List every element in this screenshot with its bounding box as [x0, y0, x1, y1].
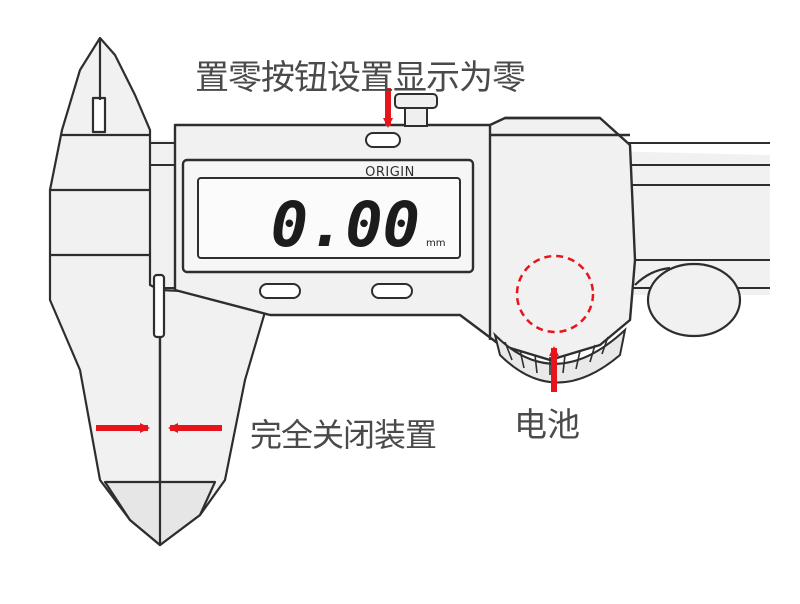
display-reading: 0.00	[271, 188, 420, 261]
battery-circle-icon	[515, 254, 595, 334]
lcd-display	[181, 158, 475, 274]
jaws-closed-label: 完全关闭装置	[250, 416, 437, 454]
display-unit: mm	[426, 238, 445, 249]
zero-button-label: 置零按钮设置显示为零	[195, 58, 526, 98]
origin-button[interactable]	[365, 132, 401, 148]
origin-label: ORIGIN	[365, 165, 415, 180]
thumb-roller	[493, 327, 627, 384]
function-buttons	[259, 283, 413, 299]
depth-rod-knob	[634, 262, 742, 338]
function-button-left[interactable]	[259, 283, 301, 299]
battery-label: 电池	[514, 405, 580, 444]
function-button-right[interactable]	[371, 283, 413, 299]
lock-screw	[394, 93, 438, 127]
fixed-jaw	[48, 36, 162, 547]
